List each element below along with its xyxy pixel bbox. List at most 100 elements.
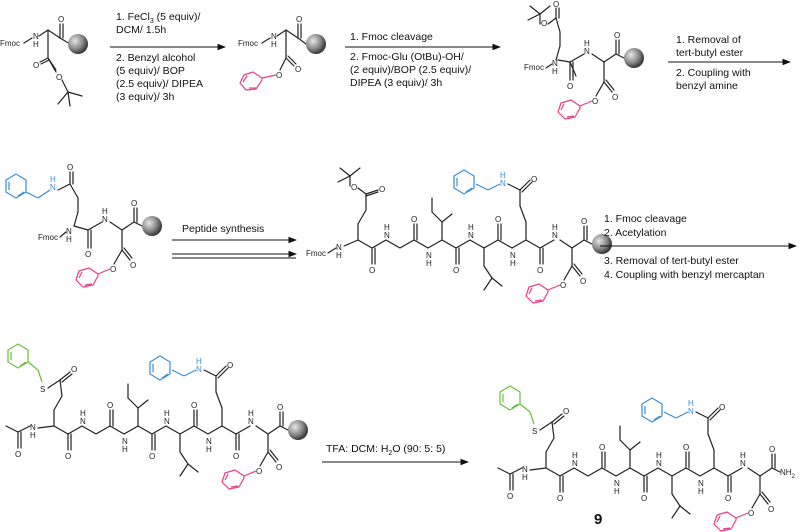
svg-text:O: O	[277, 403, 283, 412]
svg-text:H: H	[196, 357, 202, 366]
svg-text:H: H	[552, 67, 558, 76]
conditions-step5: 1. Fmoc cleavage 2. Acetylation 3. Remov…	[604, 213, 765, 281]
svg-text:O: O	[553, 0, 559, 9]
svg-text:O: O	[256, 467, 262, 476]
svg-text:O: O	[85, 250, 91, 259]
svg-text:O: O	[379, 185, 385, 194]
svg-text:O: O	[541, 19, 547, 28]
svg-text:DCM/ 1.5h: DCM/ 1.5h	[116, 24, 166, 36]
svg-text:N: N	[510, 251, 516, 260]
svg-text:O: O	[612, 93, 618, 102]
svg-text:2. Coupling with: 2. Coupling with	[676, 67, 751, 79]
svg-text:N: N	[30, 423, 36, 432]
svg-text:N: N	[336, 243, 342, 252]
svg-text:H: H	[248, 409, 254, 418]
conditions-step2: 1. Fmoc cleavage 2. Fmoc-Glu (OtBu)-OH/ …	[350, 31, 471, 89]
resin-bead	[592, 234, 612, 254]
n-label: N	[33, 32, 39, 41]
benzyl-ring-pink	[221, 469, 245, 490]
svg-text:H: H	[164, 409, 170, 418]
svg-text:O: O	[191, 401, 197, 410]
svg-text:O: O	[131, 199, 137, 208]
svg-text:(2.5 equiv)/ DIPEA: (2.5 equiv)/ DIPEA	[116, 78, 203, 90]
svg-text:(5 equiv)/ BOP: (5 equiv)/ BOP	[116, 65, 185, 77]
svg-text:O: O	[453, 266, 459, 275]
nh2-label: NH2	[780, 468, 796, 480]
svg-text:2. Acetylation: 2. Acetylation	[604, 227, 667, 239]
resin-bead	[624, 48, 644, 68]
svg-text:H: H	[80, 409, 86, 418]
svg-text:H: H	[66, 235, 72, 244]
svg-text:H: H	[50, 175, 56, 184]
svg-text:O: O	[351, 183, 357, 192]
svg-text:O: O	[769, 445, 775, 454]
svg-text:N: N	[552, 231, 558, 240]
svg-text:O: O	[58, 15, 64, 24]
svg-text:H: H	[336, 251, 342, 260]
svg-text:1. Removal of: 1. Removal of	[676, 34, 741, 46]
svg-text:N: N	[66, 227, 72, 236]
structure-compound-9: S O O N H O N H O N H O N H	[497, 385, 796, 532]
svg-text:O: O	[56, 73, 62, 82]
svg-text:N: N	[122, 437, 128, 446]
svg-text:N: N	[271, 32, 277, 41]
svg-text:O: O	[592, 97, 598, 106]
svg-text:O: O	[768, 505, 774, 514]
svg-text:N: N	[584, 47, 590, 56]
structure-acetyl-thioester-resin: S O O N H O N H O N H O N H	[5, 343, 308, 490]
svg-text:O: O	[369, 266, 375, 275]
structure-dipeptide-otbu: O O Fmoc N H O N H O O O	[524, 0, 644, 120]
svg-text:N: N	[384, 231, 390, 240]
svg-text:H: H	[522, 473, 528, 482]
svg-text:O: O	[580, 277, 586, 286]
svg-text:O: O	[107, 401, 113, 410]
svg-text:N: N	[656, 459, 662, 468]
svg-text:O: O	[560, 281, 566, 290]
svg-text:Fmoc: Fmoc	[238, 39, 258, 48]
svg-text:O: O	[110, 265, 116, 274]
benzyl-ring-blue	[149, 355, 171, 381]
benzyl-ring-pink	[557, 99, 581, 120]
svg-text:2. Fmoc-Glu (OtBu)-OH/: 2. Fmoc-Glu (OtBu)-OH/	[350, 51, 464, 63]
svg-text:H: H	[584, 39, 590, 48]
svg-text:1. FeCl3 (5 equiv)/: 1. FeCl3 (5 equiv)/	[116, 11, 201, 25]
svg-text:O: O	[296, 15, 302, 24]
svg-text:N: N	[614, 479, 620, 488]
svg-text:O: O	[495, 215, 501, 224]
svg-text:O: O	[725, 494, 731, 503]
benzyl-ring-pink	[239, 71, 263, 91]
svg-text:H: H	[500, 171, 506, 180]
svg-text:N: N	[206, 437, 212, 446]
h-label: H	[33, 40, 39, 49]
svg-text:O: O	[641, 494, 647, 503]
structure-fmoc-asp-otbu-resin: Fmoc N H O O O	[0, 15, 88, 107]
svg-text:O: O	[531, 175, 537, 184]
resin-bead	[68, 34, 88, 54]
structure-pentapeptide-fmoc: O O Fmoc N H O N H O N H O N H	[306, 167, 612, 304]
svg-text:O: O	[33, 61, 39, 70]
svg-text:S: S	[40, 385, 45, 394]
svg-text:3. Removal of tert-butyl ester: 3. Removal of tert-butyl ester	[604, 255, 739, 267]
svg-text:H: H	[426, 259, 432, 268]
svg-text:H: H	[614, 487, 620, 496]
conditions-step3: 1. Removal of tert-butyl ester 2. Coupli…	[676, 34, 751, 92]
svg-text:O: O	[276, 463, 282, 472]
benzyl-ring-blue	[453, 169, 475, 195]
svg-text:H: H	[740, 451, 746, 460]
svg-text:H: H	[552, 223, 558, 232]
svg-text:2. Benzyl alcohol: 2. Benzyl alcohol	[116, 52, 195, 64]
svg-text:O: O	[411, 215, 417, 224]
svg-text:O: O	[719, 403, 725, 412]
svg-text:N: N	[688, 407, 694, 416]
svg-text:H: H	[30, 431, 36, 440]
svg-text:O: O	[65, 452, 71, 461]
svg-text:N: N	[80, 417, 86, 426]
svg-text:Fmoc: Fmoc	[524, 63, 544, 72]
svg-text:benzyl amine: benzyl amine	[676, 80, 738, 92]
svg-text:H: H	[122, 445, 128, 454]
svg-text:O: O	[581, 217, 587, 226]
svg-text:(3 equiv)/ 3h: (3 equiv)/ 3h	[116, 91, 175, 103]
svg-text:H: H	[271, 40, 277, 49]
svg-text:O: O	[276, 71, 282, 80]
